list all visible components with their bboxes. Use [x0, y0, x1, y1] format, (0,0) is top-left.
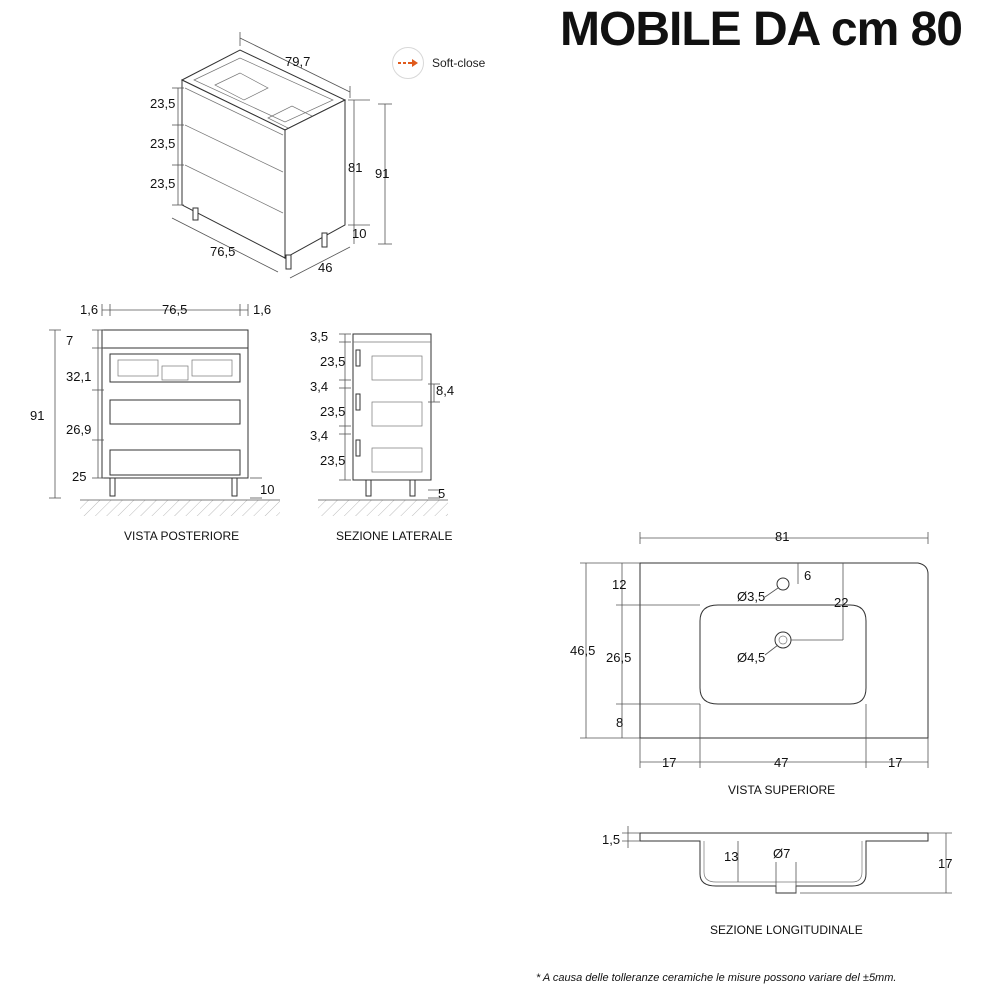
dim-rear-total: 91	[30, 408, 44, 423]
dim-rear-top: 7	[66, 333, 73, 348]
soft-close-legend: Soft-close	[392, 47, 485, 79]
dim-top-tap-offset: 6	[804, 568, 811, 583]
rear-view: 1,6 76,5 1,6 91 7 32,1 26,9 25 10 VISTA …	[30, 302, 280, 543]
dim-rear-left-gap: 1,6	[80, 302, 98, 317]
dim-iso-drawer-2: 23,5	[150, 136, 175, 151]
dim-side-drawer-3: 23,5	[320, 453, 345, 468]
caption-top-view: VISTA SUPERIORE	[728, 783, 835, 797]
dim-top-left: 17	[662, 755, 676, 770]
dim-rear-drawer-1: 32,1	[66, 369, 91, 384]
dim-side-feet: 5	[438, 486, 445, 501]
dim-rear-drawer-3: 25	[72, 469, 86, 484]
dim-top-basin-width: 47	[774, 755, 788, 770]
dim-section-total: 17	[938, 856, 952, 871]
dim-side-drawer-1: 23,5	[320, 354, 345, 369]
caption-side-section: SEZIONE LATERALE	[336, 529, 452, 543]
dim-top-basin-height: 26,5	[606, 650, 631, 665]
dim-top-tap-diameter: Ø3,5	[737, 589, 765, 604]
dim-side-top: 3,5	[310, 329, 328, 344]
tolerance-note: * A causa delle tolleranze ceramiche le …	[536, 972, 897, 984]
caption-rear-view: VISTA POSTERIORE	[124, 529, 239, 543]
dim-rear-drawer-2: 26,9	[66, 422, 91, 437]
dim-rear-right-gap: 1,6	[253, 302, 271, 317]
dim-rear-feet: 10	[260, 482, 274, 497]
dim-section-depth: 13	[724, 849, 738, 864]
dim-side-gap-1: 3,4	[310, 379, 328, 394]
longitudinal-section: 1,5 13 Ø7 17 SEZIONE LONGITUDINALE	[602, 826, 952, 937]
dim-iso-width: 79,7	[285, 54, 310, 69]
arrow-right-icon	[392, 47, 424, 79]
dim-rear-inner-width: 76,5	[162, 302, 187, 317]
dim-iso-front-width: 76,5	[210, 244, 235, 259]
dim-section-drain: Ø7	[773, 846, 790, 861]
dim-top-right: 17	[888, 755, 902, 770]
dim-top-depth: 46,5	[570, 643, 595, 658]
dim-iso-feet: 10	[352, 226, 366, 241]
dim-top-width: 81	[775, 529, 789, 544]
dim-top-basin-offset: 22	[834, 595, 848, 610]
isometric-view: 79,7 23,5 23,5 23,5 81 91 10 76,5 46	[150, 32, 392, 279]
dim-iso-drawer-3: 23,5	[150, 176, 175, 191]
side-section: 3,5 23,5 3,4 23,5 3,4 23,5 8,4 5 SEZIONE…	[310, 329, 454, 543]
dim-side-gap-2: 3,4	[310, 428, 328, 443]
page-title: MOBILE DA cm 80	[560, 3, 963, 56]
soft-close-label: Soft-close	[432, 56, 486, 70]
dim-side-handle: 8,4	[436, 383, 454, 398]
dim-iso-drawer-1: 23,5	[150, 96, 175, 111]
dim-section-thickness: 1,5	[602, 832, 620, 847]
dim-iso-body-height: 81	[348, 160, 362, 175]
top-view: 81 46,5 12 26,5 8 Ø3,5 6 22 Ø4,5 17 47 1…	[570, 529, 929, 797]
dim-top-rear: 12	[612, 577, 626, 592]
caption-longitudinal-section: SEZIONE LONGITUDINALE	[710, 923, 863, 937]
dim-top-front: 8	[616, 715, 623, 730]
dim-side-drawer-2: 23,5	[320, 404, 345, 419]
dim-top-drain-diameter: Ø4,5	[737, 650, 765, 665]
dim-iso-depth: 46	[318, 260, 332, 275]
dim-iso-total-height: 91	[375, 166, 389, 181]
